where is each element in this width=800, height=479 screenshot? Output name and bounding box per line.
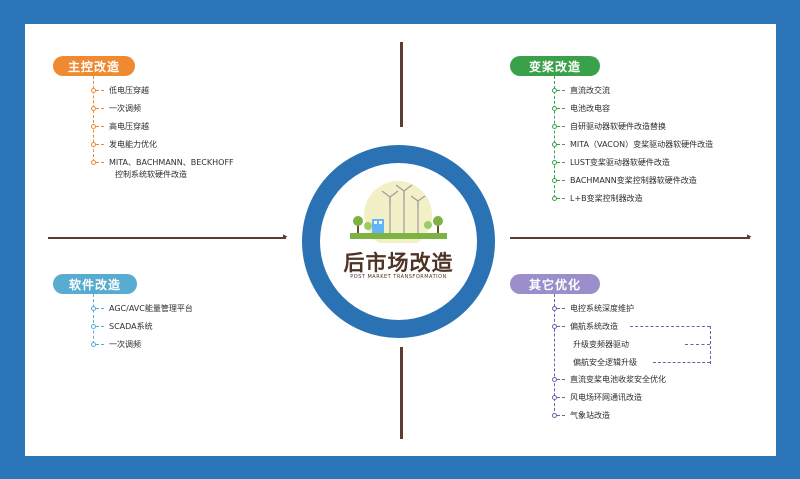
software-item-1: AGC/AVC能量管理平台 (91, 303, 193, 314)
pitch-item-5: LUST变桨驱动器软硬件改造 (552, 157, 670, 168)
tree-icon (353, 216, 443, 233)
pitch-item-6: BACHMANN变桨控制器软硬件改造 (552, 175, 697, 186)
other-subitem-2: 偏航安全逻辑升级 (573, 358, 637, 367)
main-control-item-1: 低电压穿越 (91, 85, 149, 96)
pitch-item-7: L+B变桨控制器改造 (552, 193, 643, 204)
software-item-3: 一次调频 (91, 339, 141, 350)
other-item-1: 电控系统深度维护 (552, 303, 634, 314)
other-item-3: 直流变桨电池收浆安全优化 (552, 374, 666, 385)
divider-bottom (400, 347, 403, 439)
divider-right-arrow: ▸ (747, 232, 752, 242)
other-bracket (710, 326, 711, 364)
divider-right (510, 237, 750, 239)
software-line (93, 294, 95, 344)
other-bracket-end2 (653, 362, 710, 363)
center-disc: 后市场改造 POST MARKET TRANSFORMATION (320, 163, 477, 320)
pitch-item-3: 自研驱动器软硬件改造替换 (552, 121, 666, 132)
other-bracket-end (685, 344, 710, 345)
other-item-5: 气象站改造 (552, 410, 610, 421)
center-ring: 后市场改造 POST MARKET TRANSFORMATION (302, 145, 495, 338)
divider-top (400, 42, 403, 127)
software-title: 软件改造 (53, 274, 137, 294)
other-item-4: 风电场环网通讯改造 (552, 392, 642, 403)
diagram-canvas: ▸ ▸ 主控改造 低电压穿越 一次调频 高电压穿越 发电能力优化 MITA、BA… (25, 24, 776, 456)
main-control-item-5: MITA、BACHMANN、BECKHOFF (91, 157, 234, 168)
other-item-2: 偏航系统改造 (552, 321, 618, 332)
other-subitem-1: 升级变频器驱动 (573, 340, 629, 349)
software-item-2: SCADA系统 (91, 321, 153, 332)
main-control-title: 主控改造 (53, 56, 135, 76)
pitch-title: 变桨改造 (510, 56, 600, 76)
main-control-item-5-cont: 控制系统软硬件改造 (115, 170, 187, 179)
center-title: 后市场改造 (343, 251, 454, 275)
pitch-line (554, 76, 556, 198)
main-control-line (93, 76, 95, 162)
other-item-2-connector (630, 326, 710, 327)
wind-farm-illustration (350, 181, 447, 243)
other-line (554, 294, 556, 416)
pitch-item-4: MITA（VACON）变桨驱动器软硬件改造 (552, 139, 713, 150)
main-control-item-4: 发电能力优化 (91, 139, 157, 150)
main-control-item-2: 一次调频 (91, 103, 141, 114)
center-subtitle: POST MARKET TRANSFORMATION (350, 274, 447, 280)
other-title: 其它优化 (510, 274, 600, 294)
divider-left (48, 237, 286, 239)
pitch-item-1: 直流改交流 (552, 85, 610, 96)
pitch-item-2: 电池改电容 (552, 103, 610, 114)
main-control-item-3: 高电压穿越 (91, 121, 149, 132)
divider-left-arrow: ▸ (283, 232, 288, 242)
